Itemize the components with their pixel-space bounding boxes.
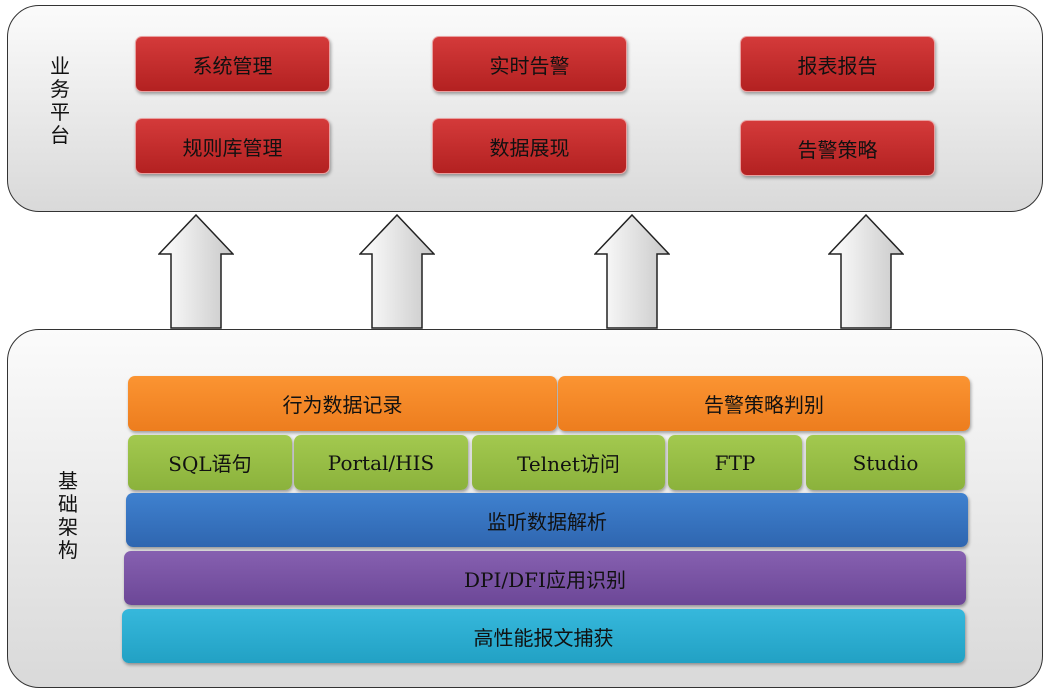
up-arrow-icon	[359, 214, 435, 329]
module-report: 报表报告	[740, 36, 935, 92]
behavior-data-recording: 行为数据记录	[128, 376, 557, 431]
module-alert-policy: 告警策略	[740, 120, 935, 176]
protocol-telnet: Telnet访问	[472, 435, 665, 490]
protocol-ftp: FTP	[668, 435, 802, 490]
up-arrow-icon	[158, 214, 234, 329]
layer-traffic-parsing: 监听数据解析	[126, 493, 968, 547]
up-arrow-icon	[594, 214, 670, 329]
module-rule-library: 规则库管理	[135, 118, 330, 174]
business-platform-label: 业务平台	[50, 54, 70, 147]
layer-packet-capture: 高性能报文捕获	[122, 609, 965, 663]
up-arrow-icon	[828, 214, 904, 329]
protocol-studio: Studio	[806, 435, 965, 490]
infrastructure-label: 基础架构	[58, 469, 78, 562]
module-system-management: 系统管理	[135, 36, 330, 92]
module-realtime-alert: 实时告警	[432, 36, 627, 92]
module-data-display: 数据展现	[432, 118, 627, 174]
protocol-sql: SQL语句	[128, 435, 292, 490]
layer-dpi-dfi: DPI/DFI应用识别	[124, 551, 966, 605]
alert-policy-evaluation: 告警策略判别	[558, 376, 970, 431]
protocol-portal-his: Portal/HIS	[294, 435, 468, 490]
